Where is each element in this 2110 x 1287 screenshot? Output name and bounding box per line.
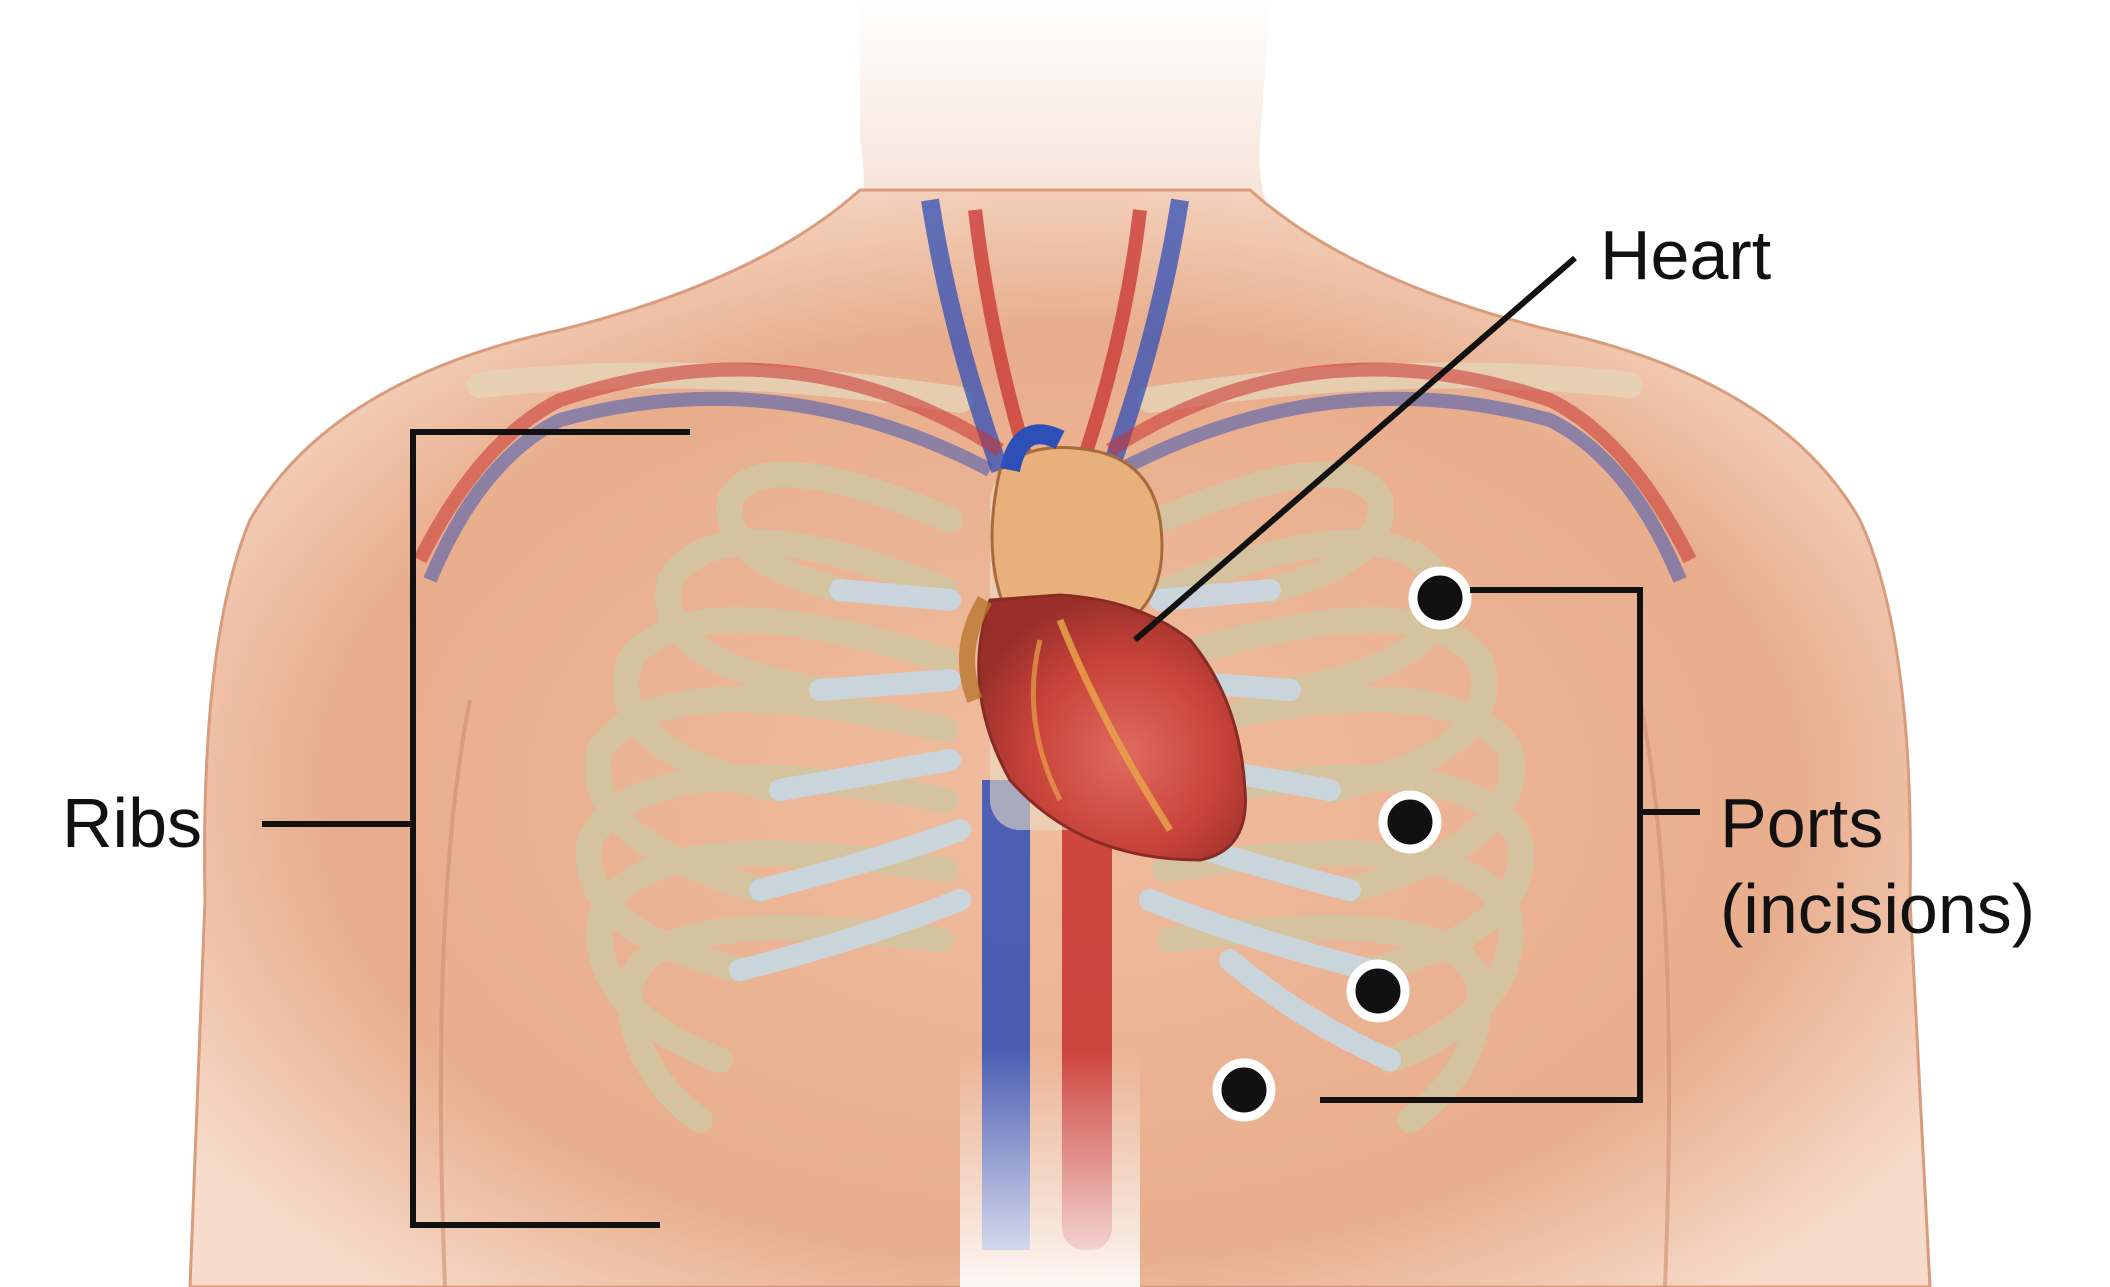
ports-label: Ports (incisions) [1720, 780, 2035, 952]
port-marker [1413, 571, 1467, 625]
ribs-label: Ribs [62, 780, 202, 866]
port-marker [1351, 964, 1405, 1018]
port-marker [1383, 795, 1437, 849]
heart-label: Heart [1600, 212, 1771, 298]
ports-label-line2: (incisions) [1720, 866, 2035, 952]
vessels-fade [960, 1050, 1140, 1287]
port-marker [1217, 1063, 1271, 1117]
ports-label-line1: Ports [1720, 780, 2035, 866]
